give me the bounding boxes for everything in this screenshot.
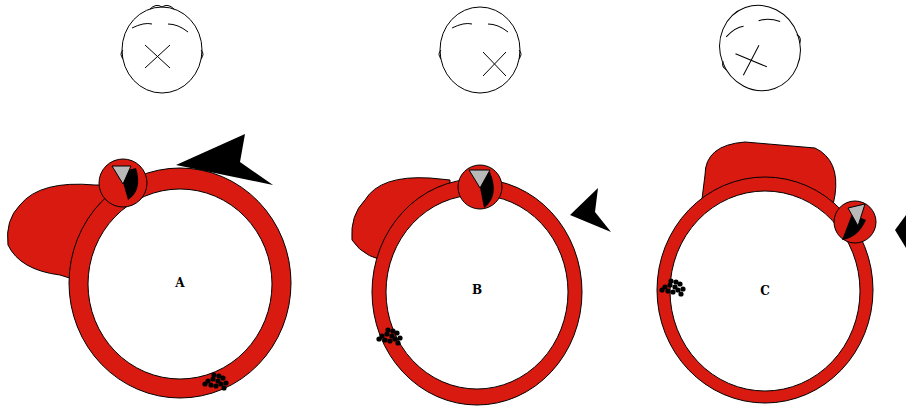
panel-letter: B <box>472 283 482 297</box>
panel-c <box>657 0 906 403</box>
panel-a <box>8 5 292 398</box>
panel-letter: C <box>760 284 770 298</box>
panel-b <box>352 7 611 405</box>
panel-letter: A <box>175 276 184 290</box>
